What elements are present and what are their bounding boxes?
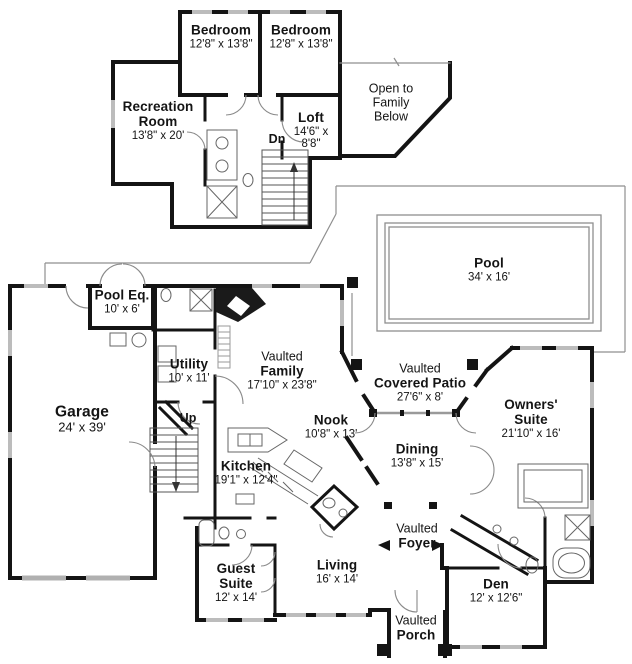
room-label-owners-suite: Owners' Suite 21'10" x 16' [501,396,561,440]
room-name: Nook [313,412,349,428]
main-floor-interior-walls [151,288,547,617]
pool-deck-outline [44,57,626,356]
room-name: Covered Patio [373,375,467,391]
room-name-line2: Suite [219,575,253,591]
room-label-bedroom-2: Bedroom 12'8" x 13'8" [269,22,333,51]
room-label-living: Living 16' x 14' [315,557,359,586]
pool-dims: 34' x 16' [467,271,511,284]
stairs-upper [261,149,309,226]
room-prefix: Vaulted [261,349,303,364]
room-label-covered-patio: Vaulted Covered Patio 27'6" x 8' [374,362,466,403]
stairs-main [149,427,199,493]
room-name: Utility [169,356,209,372]
room-name: Living [316,557,358,573]
stairs-up-label: Up [179,411,197,426]
room-dims: 21'10" x 16' [501,427,561,440]
room-label-guest-suite: Guest Suite 12' x 14' [214,560,258,604]
room-label-utility: Utility 10' x 11' [168,356,210,385]
room-dims: 13'8" x 15' [390,457,444,470]
room-name-line1: Owners' [504,396,558,412]
room-name: Foyer [398,535,436,551]
room-dims: 10' x 6' [104,303,140,316]
room-prefix: Vaulted [395,613,437,628]
room-label-bedroom-1: Bedroom 12'8" x 13'8" [189,22,253,51]
room-name: Garage [54,403,110,421]
fireplace [216,288,266,322]
room-dims: 19'1" x 12'4" [214,474,278,487]
open-below-line2: Family [372,95,410,110]
room-dims: 12'8" x 13'8" [189,38,253,51]
room-name: Pool Eq. [94,287,150,303]
room-label-family: Vaulted Family 17'10" x 23'8" [247,350,316,391]
room-label-nook: Nook 10'8" x 13' [304,412,358,441]
door-arcs [65,94,546,613]
room-name: Porch [396,627,436,643]
room-dims: 13'8" x 20' [131,129,185,142]
posts-and-markers [347,277,478,656]
room-label-dining: Dining 13'8" x 15' [390,441,444,470]
room-dims: 27'6" x 8' [396,390,444,403]
room-label-den: Den 12' x 12'6" [469,576,523,605]
room-prefix: Vaulted [399,361,441,376]
stairs-down-label: Dn [268,132,286,147]
room-label-pool-eq: Pool Eq. 10' x 6' [94,287,150,316]
room-label-loft: Loft 14'6" x 8'8" [293,109,329,151]
room-dims: 12' x 14' [214,591,258,604]
room-name: Kitchen [220,458,272,474]
room-name-line2: Suite [514,411,548,427]
room-dims: 12' x 12'6" [469,592,523,605]
room-label-garage: Garage 24' x 39' [55,403,109,434]
stairs-down-text: Dn [268,132,286,147]
patio-slider [369,409,460,417]
room-dims-line1: 14'6" x [293,125,329,138]
room-name: Family [260,363,304,379]
room-dims: 17'10" x 23'8" [247,378,317,391]
open-to-family-below-label: Open to Family Below [369,82,413,123]
room-name: Loft [298,109,324,125]
pool-name: Pool [474,255,504,271]
stairs-up-text: Up [179,411,197,426]
room-name-line1: Recreation [122,98,194,114]
fixtures [109,129,591,579]
room-dims: 16' x 14' [315,573,359,586]
room-name: Bedroom [191,22,251,38]
room-label-kitchen: Kitchen 19'1" x 12'4" [214,458,278,487]
room-dims: 10'8" x 13' [304,428,358,441]
room-name: Dining [395,441,439,457]
pool-label: Pool 34' x 16' [467,255,511,284]
room-label-foyer: Vaulted Foyer [396,521,438,552]
open-below-line3: Below [373,108,409,123]
pool-shape [376,214,602,332]
room-name: Den [483,576,509,592]
room-name-line2: Room [138,113,178,129]
room-dims: 24' x 39' [58,419,106,435]
open-below-line1: Open to [368,81,414,96]
room-label-recreation-room: Recreation Room 13'8" x 20' [122,98,194,142]
room-prefix: Vaulted [396,521,438,536]
hatch-strip [217,325,231,369]
room-dims: 12'8" x 13'8" [269,38,333,51]
room-name: Bedroom [271,22,331,38]
windows [8,10,594,649]
room-name-line1: Guest [216,560,256,576]
room-dims: 10' x 11' [168,372,210,385]
room-dims-line2: 8'8" [301,138,321,151]
room-label-porch: Vaulted Porch [395,613,437,644]
